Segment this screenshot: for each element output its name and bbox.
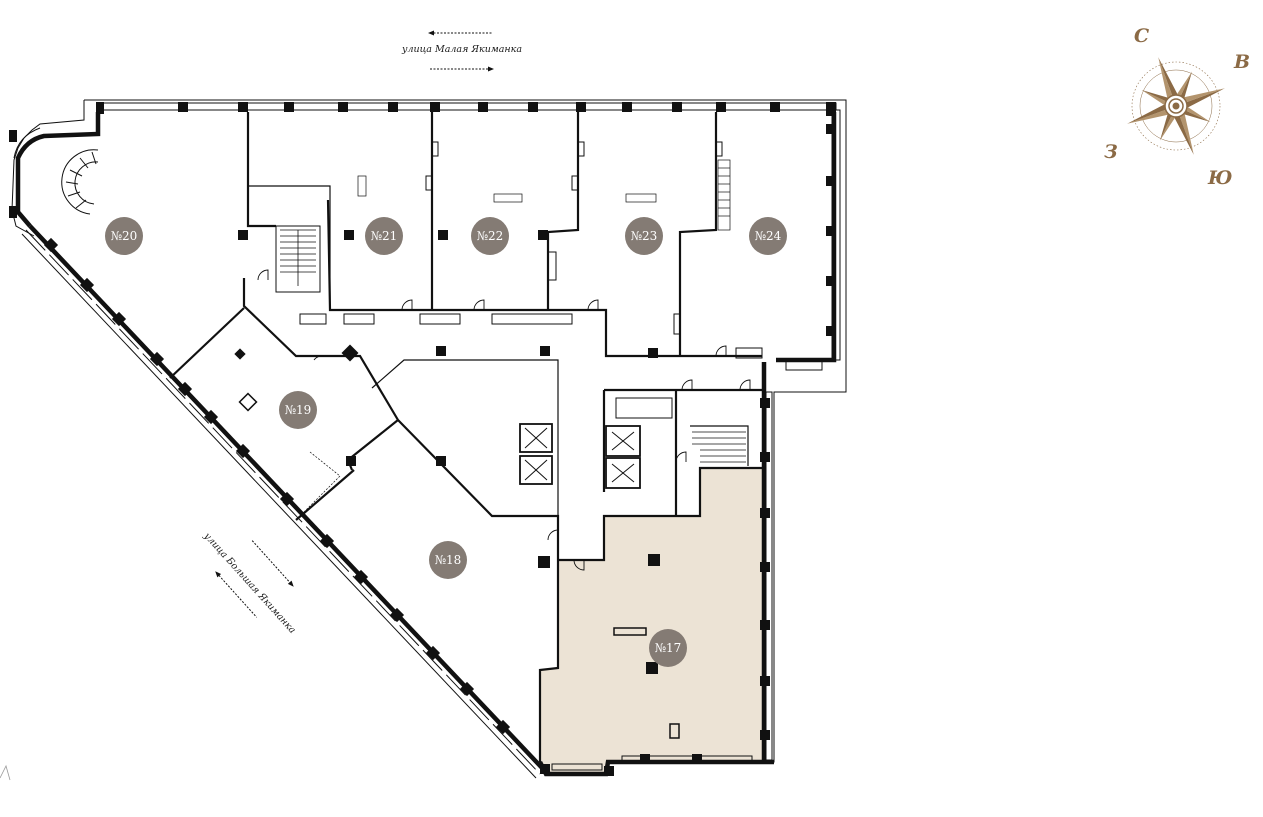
street-top-label: улица Малая Якиманка — [401, 44, 522, 55]
spiral-stair-icon — [61, 149, 99, 215]
compass-east: В — [1233, 51, 1250, 73]
street-top: улица Малая Якиманка — [401, 30, 522, 72]
unit-22-label: №22 — [477, 229, 504, 243]
unit-17-area[interactable] — [540, 468, 762, 774]
street-diagonal-label: улица Большая Якиманка — [201, 530, 298, 636]
unit-20-label: №20 — [111, 229, 138, 243]
unit-20-marker[interactable]: №20 — [105, 217, 143, 255]
unit-18-marker[interactable]: №18 — [429, 541, 467, 579]
unit-markers: №20 №21 №22 №23 №24 №19 №18 №17 — [105, 217, 787, 667]
unit-18-label: №18 — [435, 553, 462, 567]
unit-17-marker[interactable]: №17 — [649, 629, 687, 667]
unit-19-marker[interactable]: №19 — [279, 391, 317, 429]
unit-23-marker[interactable]: №23 — [625, 217, 663, 255]
compass-north: С — [1134, 25, 1149, 47]
unit-17-label: №17 — [655, 641, 682, 655]
unit-24-label: №24 — [755, 229, 782, 243]
unit-24-marker[interactable]: №24 — [749, 217, 787, 255]
unit-19-label: №19 — [285, 403, 312, 417]
compass-west: З — [1104, 141, 1118, 163]
unit-23-label: №23 — [631, 229, 658, 243]
unit-21-marker[interactable]: №21 — [365, 217, 403, 255]
building-outline — [9, 99, 847, 779]
compass-south: Ю — [1207, 167, 1232, 189]
compass-rose: С В З Ю — [1104, 25, 1250, 189]
compass-star-icon — [1127, 57, 1225, 155]
edge-mark — [0, 764, 11, 781]
street-diagonal: улица Большая Якиманка — [201, 530, 298, 636]
elevator-icon — [519, 423, 641, 489]
unit-22-marker[interactable]: №22 — [471, 217, 509, 255]
unit-21-label: №21 — [371, 229, 398, 243]
